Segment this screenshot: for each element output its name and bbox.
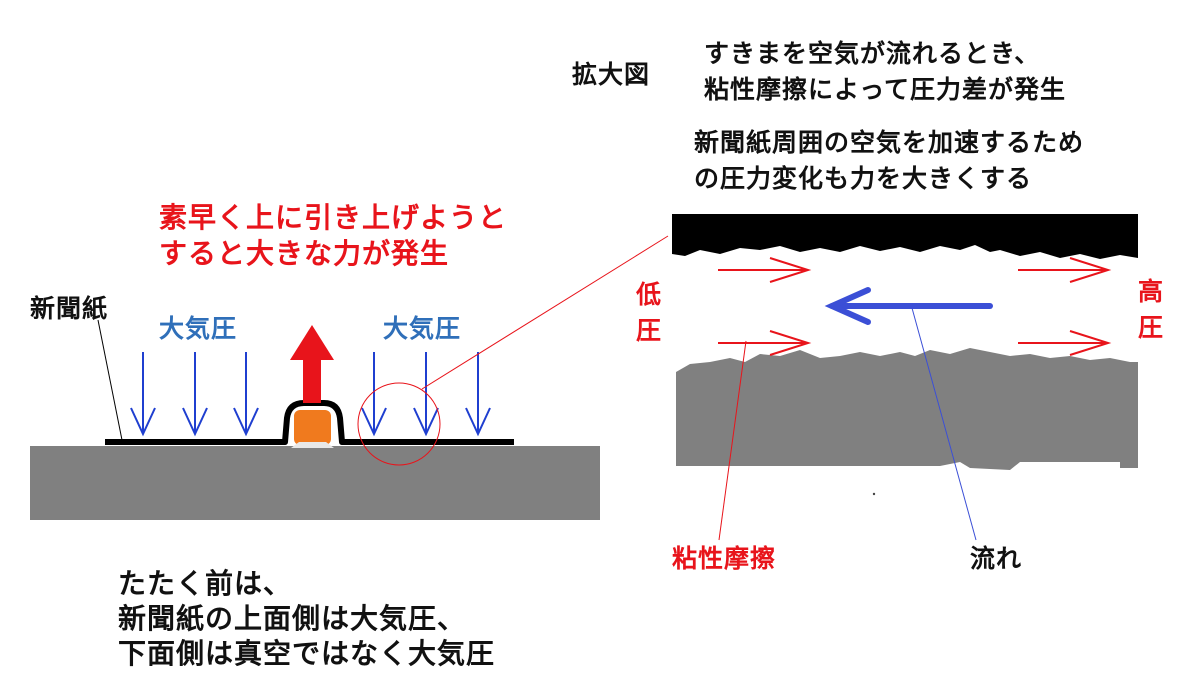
description-line-3: 新聞紙周囲の空気を加速するため <box>694 128 1085 157</box>
pull-up-arrow <box>290 325 334 403</box>
gradient-arrow <box>718 330 812 356</box>
low-pressure-char-2: 圧 <box>636 316 663 345</box>
zoom-newspaper-layer <box>672 214 1138 259</box>
viscous-friction-label: 粘性摩擦 <box>672 544 777 573</box>
atmospheric-pressure-label-left: 大気圧 <box>159 314 238 343</box>
pull-force-line-2: すると大きな力が発生 <box>159 237 450 270</box>
gradient-arrow <box>1018 330 1112 356</box>
low-pressure-char-1: 低 <box>636 280 663 309</box>
pressure-arrow <box>465 352 491 437</box>
ground-block <box>30 446 600 520</box>
flow-leader <box>911 307 977 541</box>
pull-force-line-1: 素早く上に引き上げようと <box>159 201 508 234</box>
flow-arrow <box>824 287 993 325</box>
hidden-object <box>294 410 331 445</box>
atmospheric-pressure-label-right: 大気圧 <box>383 314 462 343</box>
zoom-title: 拡大図 <box>572 60 651 89</box>
pressure-arrow <box>361 352 387 437</box>
note-line-3: 下面側は真空ではなく大気圧 <box>118 637 496 670</box>
newspaper-leader-line <box>97 319 123 441</box>
gradient-arrow <box>718 257 812 283</box>
description-line-4: の圧力変化も力を大きくする <box>694 164 1033 193</box>
pressure-arrow <box>130 352 156 437</box>
speck <box>872 492 876 496</box>
object-base <box>291 442 334 448</box>
note-line-2: 新聞紙の上面側は大気圧、 <box>118 602 467 635</box>
magnify-connector <box>421 235 669 390</box>
high-pressure-char-1: 高 <box>1138 277 1165 306</box>
flow-label: 流れ <box>970 544 1023 573</box>
gradient-arrow <box>1018 257 1112 283</box>
atmospheric-pressure-arrows <box>130 352 491 437</box>
magnify-circle <box>357 382 441 466</box>
high-pressure-char-2: 圧 <box>1138 313 1165 342</box>
pressure-gradient-arrows <box>718 257 1112 356</box>
pressure-arrow <box>182 352 208 437</box>
pressure-arrow <box>233 352 259 437</box>
description-line-1: すきまを空気が流れるとき、 <box>704 39 1041 68</box>
viscous-friction-leader <box>718 340 747 541</box>
description-line-2: 粘性摩擦によって圧力差が発生 <box>704 75 1067 104</box>
newspaper-label: 新聞紙 <box>30 294 109 323</box>
zoom-ground-layer <box>676 348 1138 470</box>
note-line-1: たたく前は、 <box>118 567 293 600</box>
